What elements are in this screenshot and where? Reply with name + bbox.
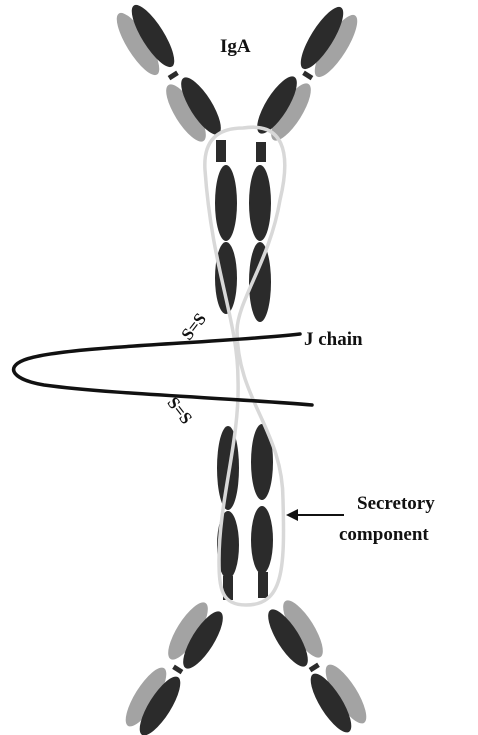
j-chain [14,334,312,405]
secretory-component-label-line2: component [339,524,429,545]
disulfide-bond-label-top: S=S [177,309,210,343]
heavy-chain-linker [172,665,183,675]
top-left-fab-arm [110,0,228,162]
iga-title-label: IgA [220,36,251,57]
heavy-chain-linker [302,71,313,81]
hinge-right [256,142,266,162]
secretory-component-label-line1: Secretory [357,493,435,514]
heavy-chain-domain [251,506,273,574]
top-fc-region [215,165,271,322]
hinge-right [258,572,268,598]
hinge-left [216,140,226,162]
bottom-left-fab-arm [119,597,230,735]
heavy-chain-linker [168,71,179,81]
bottom-iga-monomer [119,424,374,735]
top-right-fab-arm [250,2,364,162]
bottom-right-fab-arm [261,595,373,735]
j-chain-label: J chain [304,329,363,350]
secretory-arrow [286,509,344,521]
heavy-chain-domain [249,165,271,241]
bottom-fc-region [217,424,273,600]
heavy-chain-domain [215,165,237,241]
heavy-chain-linker [309,663,320,673]
